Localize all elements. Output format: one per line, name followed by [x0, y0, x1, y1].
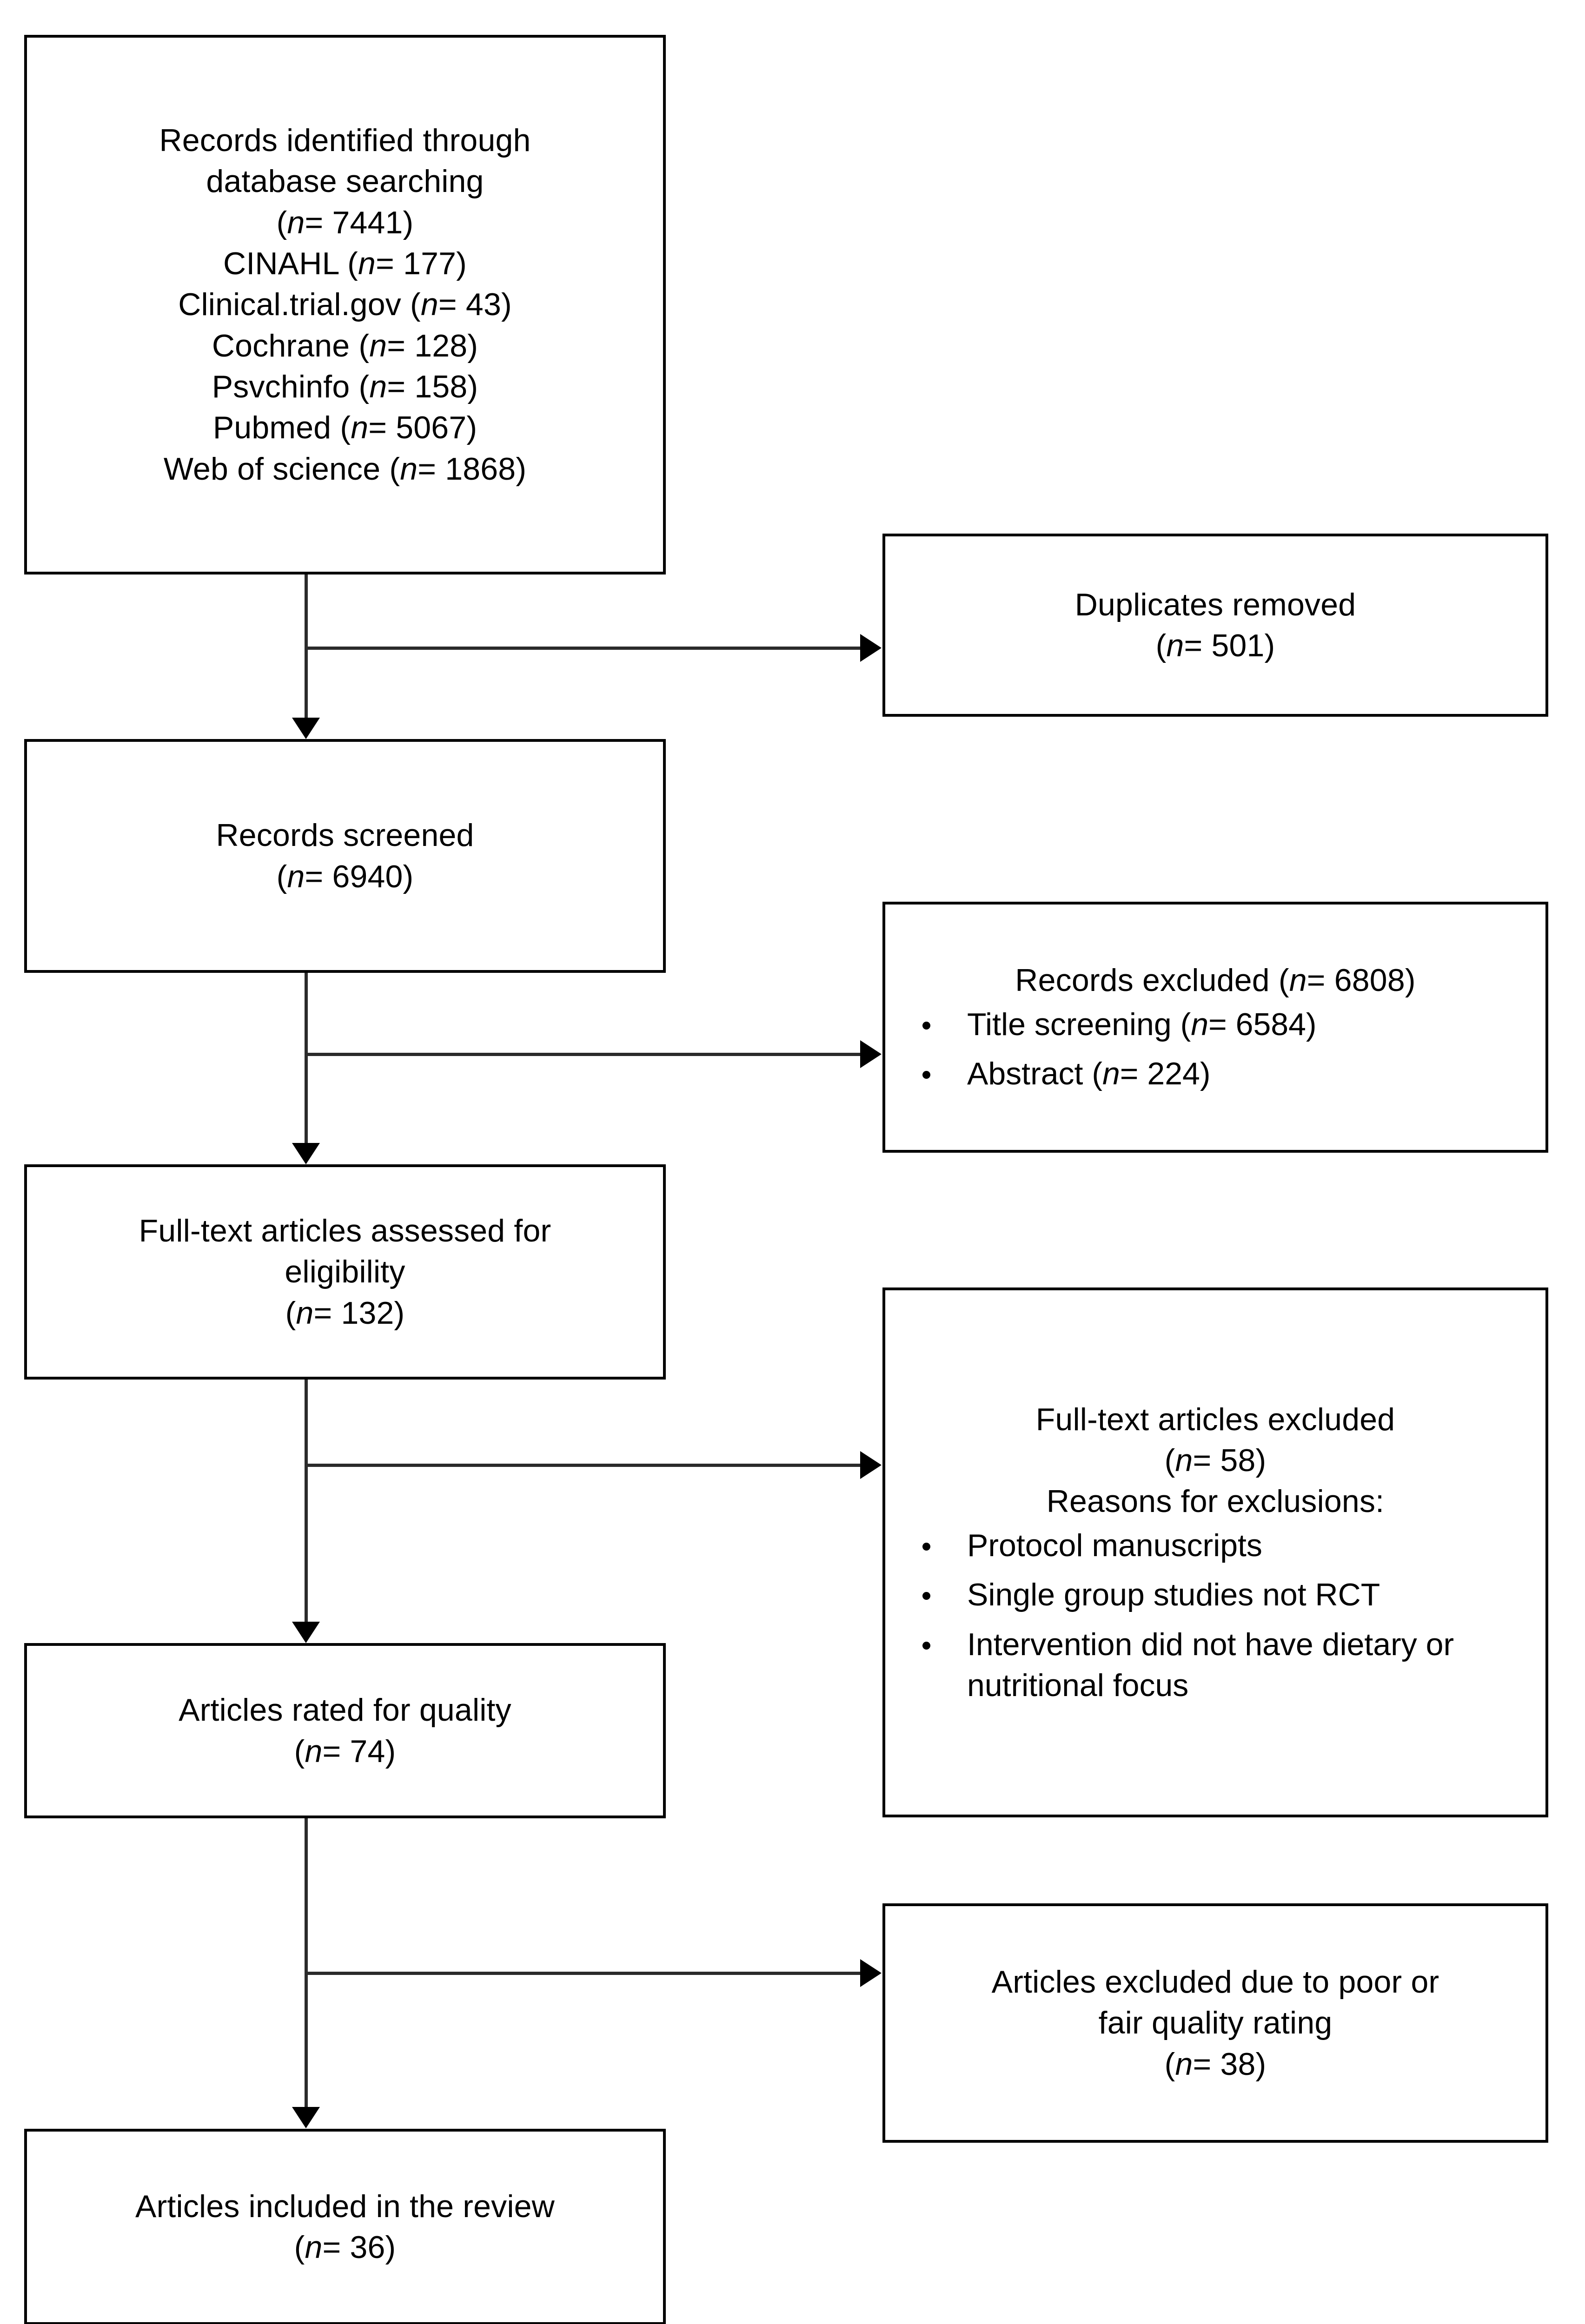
arrowhead-to-fulltext-assessed: [292, 1143, 320, 1164]
duplicates-removed-count: (n= 501): [1155, 628, 1275, 663]
connector-screened-to-fulltext: [305, 973, 308, 1145]
box-records-identified: Records identified through database sear…: [24, 35, 666, 574]
source-psvchinfo: Psvchinfo (n= 158): [212, 369, 478, 405]
connector-identification-to-duplicates: [305, 647, 860, 650]
bullet-icon: [922, 1542, 930, 1551]
records-excluded-list: Title screening (n= 6584) Abstract (n= 2…: [885, 1001, 1545, 1095]
connector-rated-to-included: [305, 1818, 308, 2109]
box-articles-rated: Articles rated for quality (n= 74): [24, 1643, 666, 1818]
source-clinicaltrialgov: Clinical.trial.gov (n= 43): [178, 287, 512, 323]
records-screened-count: (n= 6940): [276, 858, 414, 894]
list-item: Abstract (n= 224): [922, 1053, 1527, 1094]
quality-excluded-line-2: fair quality rating: [1098, 2005, 1333, 2041]
fulltext-excluded-count: (n= 58): [1164, 1443, 1267, 1479]
bullet-icon: [922, 1021, 930, 1030]
connector-screened-to-records-excluded: [305, 1053, 860, 1056]
arrowhead-to-articles-rated: [292, 1622, 320, 1643]
arrowhead-to-fulltext-excluded: [860, 1451, 882, 1479]
source-web-of-science: Web of science (n= 1868): [163, 451, 527, 487]
box-articles-included: Articles included in the review (n= 36): [24, 2129, 666, 2324]
arrowhead-to-quality-excluded: [860, 1959, 882, 1987]
connector-rated-to-quality-excluded: [305, 1972, 860, 1975]
source-cochrane: Cochrane (n= 128): [212, 328, 478, 363]
records-screened-title: Records screened: [216, 818, 474, 853]
identified-total: (n= 7441): [276, 205, 414, 240]
fulltext-excluded-header-block: Full-text articles excluded (n= 58) Reas…: [885, 1399, 1545, 1522]
list-item: Intervention did not have dietary or nut…: [922, 1624, 1527, 1706]
reason-text: Protocol manuscripts: [967, 1527, 1262, 1563]
bullet-icon: [922, 1071, 930, 1079]
box-records-screened: Records screened (n= 6940): [24, 739, 666, 973]
source-cinahl: CINAHL (n= 177): [223, 245, 467, 281]
quality-excluded-count: (n= 38): [1164, 2046, 1267, 2082]
list-item: Protocol manuscripts: [922, 1525, 1527, 1566]
fulltext-excluded-list: Protocol manuscripts Single group studie…: [885, 1522, 1545, 1706]
identified-line-1: Records identified through: [159, 122, 531, 158]
records-excluded-header-block: Records excluded (n= 6808): [885, 960, 1545, 1001]
box-fulltext-assessed: Full-text articles assessed for eligibil…: [24, 1164, 666, 1380]
arrowhead-to-duplicates-removed: [860, 634, 882, 662]
connector-fulltext-to-fulltext-excluded: [305, 1464, 860, 1467]
articles-included-count: (n= 36): [294, 2230, 396, 2265]
records-excluded-title: Records excluded (n= 6808): [1015, 963, 1416, 998]
arrowhead-to-articles-included: [292, 2107, 320, 2128]
articles-rated-count: (n= 74): [294, 1733, 396, 1769]
box-duplicates-removed: Duplicates removed (n= 501): [882, 534, 1548, 717]
fulltext-assessed-count: (n= 132): [285, 1295, 405, 1331]
fulltext-assessed-line-2: eligibility: [285, 1254, 405, 1290]
fulltext-excluded-title: Full-text articles excluded: [1035, 1401, 1395, 1437]
bullet-icon: [922, 1641, 930, 1650]
identified-line-2: database searching: [206, 164, 484, 199]
duplicates-removed-title: Duplicates removed: [1074, 587, 1356, 622]
reason-text: Intervention did not have dietary or nut…: [967, 1626, 1454, 1703]
bullet-icon: [922, 1592, 930, 1600]
box-quality-excluded: Articles excluded due to poor or fair qu…: [882, 1903, 1548, 2143]
source-pubmed: Pubmed (n= 5067): [212, 410, 477, 446]
articles-included-title: Articles included in the review: [135, 2188, 555, 2224]
list-item: Single group studies not RCT: [922, 1574, 1527, 1615]
list-item: Title screening (n= 6584): [922, 1004, 1527, 1045]
connector-fulltext-to-rated: [305, 1380, 308, 1624]
box-records-excluded: Records excluded (n= 6808) Title screeni…: [882, 902, 1548, 1153]
fulltext-assessed-line-1: Full-text articles assessed for: [139, 1213, 551, 1248]
arrowhead-to-records-screened: [292, 718, 320, 739]
arrowhead-to-records-excluded: [860, 1040, 882, 1068]
box-fulltext-excluded: Full-text articles excluded (n= 58) Reas…: [882, 1287, 1548, 1817]
quality-excluded-line-1: Articles excluded due to poor or: [991, 1964, 1439, 2000]
articles-rated-title: Articles rated for quality: [179, 1692, 511, 1728]
fulltext-excluded-reasons-header: Reasons for exclusions:: [1046, 1484, 1385, 1519]
reason-text: Single group studies not RCT: [967, 1577, 1380, 1613]
